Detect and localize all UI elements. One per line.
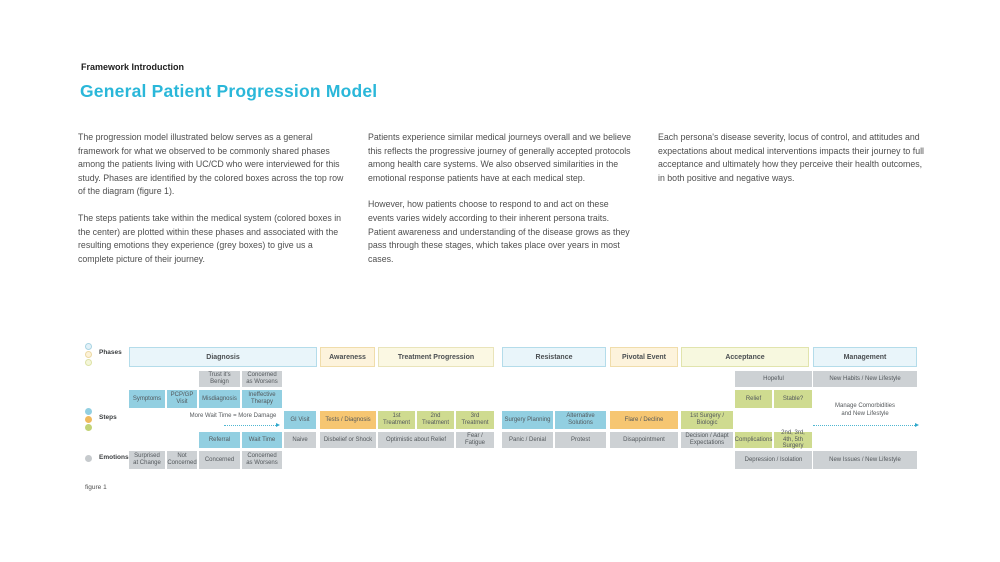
step-box: 1st Surgery / Biologic (681, 411, 733, 429)
phase-box: Treatment Progression (378, 347, 494, 367)
emotion-box: Trust it's Benign (199, 371, 240, 387)
paragraph: Patients experience similar medical jour… (368, 132, 632, 183)
intro-column-3: Each persona's disease severity, locus o… (658, 131, 926, 198)
emotion-box: Naive (284, 432, 316, 448)
step-box: Alternative Solutions (555, 411, 606, 429)
emotion-box: Panic / Denial (502, 432, 553, 448)
paragraph: However, how patients choose to respond … (368, 199, 630, 264)
paragraph: The steps patients take within the medic… (78, 212, 342, 264)
emotion-box: Concerned as Worsens (242, 371, 282, 387)
emotion-box: Optimistic about Relief (378, 432, 454, 448)
phase-box: Acceptance (681, 347, 809, 367)
step-box: Stable? (774, 390, 812, 408)
phase-legend-yellow-dot-icon (85, 351, 92, 358)
intro-column-2: Patients experience similar medical jour… (368, 131, 636, 279)
phase-box: Resistance (502, 347, 606, 367)
step-box: Surgery Planning (502, 411, 553, 429)
emotions-legend-label: Emotions (99, 454, 129, 461)
emotion-box: Decision / Adapt Expectations (681, 432, 733, 448)
emotion-legend-grey-dot-icon (85, 455, 92, 462)
phase-box: Awareness (320, 347, 375, 367)
step-box: Tests / Diagnosis (320, 411, 376, 429)
more-wait-time-note-arrow-icon (224, 423, 280, 427)
step-box: Flare / Decline (610, 411, 678, 429)
emotion-box: Concerned (199, 451, 240, 469)
step-box: GI Visit (284, 411, 316, 429)
step-box: 3rd Treatment (456, 411, 494, 429)
phase-legend-green-dot-icon (85, 359, 92, 366)
step-legend-blue-dot-icon (85, 408, 92, 415)
emotion-box: New Issues / New Lifestyle (813, 451, 917, 469)
step-box: 2nd Treatment (417, 411, 454, 429)
step-box: Complications (735, 432, 772, 448)
step-box: Relief (735, 390, 772, 408)
phase-box: Management (813, 347, 917, 367)
emotion-box: Surprised at Change (129, 451, 165, 469)
step-legend-green-dot-icon (85, 424, 92, 431)
step-box: 1st Treatment (378, 411, 415, 429)
emotion-box: Disbelief or Shock (320, 432, 376, 448)
phase-box: Pivotal Event (610, 347, 678, 367)
figure-caption: figure 1 (85, 484, 107, 491)
step-box: PCP/GP Visit (167, 390, 197, 408)
annotation-line: and New Lifestyle (841, 410, 889, 417)
annotation-line: Manage Comorbidities (834, 403, 896, 409)
emotion-box: Depression / Isolation (735, 451, 812, 469)
emotion-box: Not Concerned (167, 451, 197, 469)
paragraph: The progression model illustrated below … (78, 132, 344, 197)
intro-column-1: The progression model illustrated below … (78, 131, 346, 279)
annotation-line: More Wait Time = More Damage (189, 413, 277, 419)
phase-legend-blue-dot-icon (85, 343, 92, 350)
emotion-box: Fear / Fatigue (456, 432, 494, 448)
emotion-box: Protest (555, 432, 606, 448)
step-box: Symptoms (129, 390, 165, 408)
emotion-box: Concerned as Worsens (242, 451, 282, 469)
manage-comorbidities-note-arrow-icon (813, 423, 919, 427)
steps-legend-label: Steps (99, 414, 117, 421)
emotion-box: New Habits / New Lifestyle (813, 371, 917, 387)
step-box: Misdiagnosis (199, 390, 240, 408)
emotion-box: Disappointment (610, 432, 678, 448)
page-title: General Patient Progression Model (80, 81, 378, 101)
step-box: Ineffective Therapy (242, 390, 282, 408)
paragraph: Each persona's disease severity, locus o… (658, 132, 925, 183)
emotion-box: Hopeful (735, 371, 812, 387)
step-box: 2nd, 3rd, 4th, 5th Surgery (774, 430, 812, 449)
step-legend-orange-dot-icon (85, 416, 92, 423)
phase-box: Diagnosis (129, 347, 317, 367)
step-box: Wait Time (242, 432, 282, 448)
section-eyebrow: Framework Introduction (81, 62, 185, 72)
step-box: Referral (199, 432, 240, 448)
phases-legend-label: Phases (99, 349, 122, 356)
more-wait-time-note: More Wait Time = More Damage (178, 413, 288, 421)
